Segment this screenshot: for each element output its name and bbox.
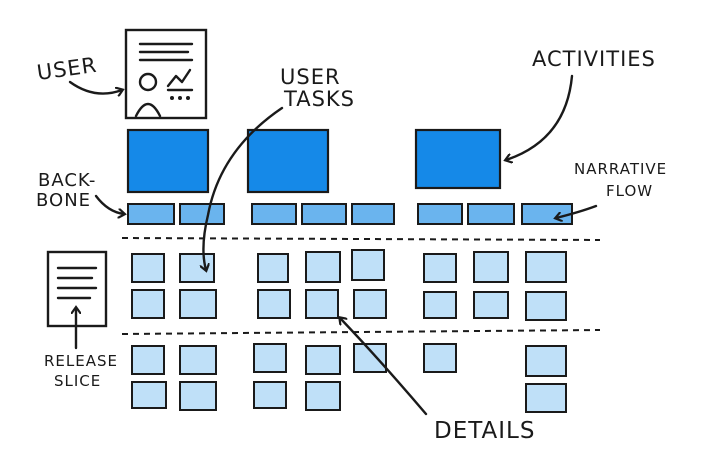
label-backbone-1: BACK- [38,170,96,191]
backbone-row [127,203,573,225]
label-release-2: SLICE [54,372,101,390]
detail-card [305,381,341,411]
label-backbone-2: BONE [36,190,91,211]
detail-card [525,251,567,283]
detail-card [423,343,457,373]
task-card [251,203,297,225]
detail-card [179,345,217,375]
task-card [521,203,573,225]
detail-card [525,291,567,321]
detail-card [353,343,387,373]
detail-card [179,253,215,283]
detail-card [253,343,287,373]
detail-card [131,253,165,283]
detail-card [353,289,387,319]
narrative-arrow [556,204,598,218]
label-activities: ACTIVITIES [532,47,656,71]
user-arrow [68,80,122,94]
detail-card [305,289,339,319]
user-tasks-arrow [203,106,284,270]
details-arrow [340,318,428,416]
label-narrative-2: FLOW [606,182,653,200]
activities-arrow [506,74,574,160]
task-card [127,203,175,225]
activity-card [414,128,502,190]
detail-card [305,251,341,283]
detail-card [257,289,291,319]
annotation-arrows [68,74,598,416]
detail-card [473,291,509,319]
annotation-labels: USER USER TASKS ACTIVITIES BACK- BONE NA… [35,47,667,444]
detail-card [131,345,165,375]
detail-card [179,289,217,319]
backbone-divider [121,237,601,241]
detail-card [253,381,287,409]
release-divider [121,329,601,335]
label-user: USER [35,53,98,85]
detail-card [305,345,341,375]
detail-card [525,345,567,377]
label-release-1: RELEASE [44,352,118,370]
detail-card [179,381,217,411]
detail-card [423,291,457,319]
details-grid [131,249,567,413]
user-persona-card-icon [124,28,208,120]
task-card [301,203,347,225]
label-user-tasks-2: TASKS [283,87,355,111]
label-details: DETAILS [434,418,535,444]
detail-card [257,253,289,283]
detail-card [131,289,165,319]
backbone-arrow [94,194,124,214]
activities-row [126,128,502,194]
label-user-tasks-1: USER [280,65,341,89]
label-narrative-1: NARRATIVE [574,160,667,178]
activity-card [126,128,210,194]
activity-card [246,128,330,194]
detail-card [525,383,567,413]
detail-card [131,381,167,409]
task-card [417,203,463,225]
detail-card [423,253,457,283]
detail-card [473,251,509,283]
task-card [351,203,395,225]
detail-card [351,249,385,281]
task-card [467,203,515,225]
task-card [179,203,225,225]
